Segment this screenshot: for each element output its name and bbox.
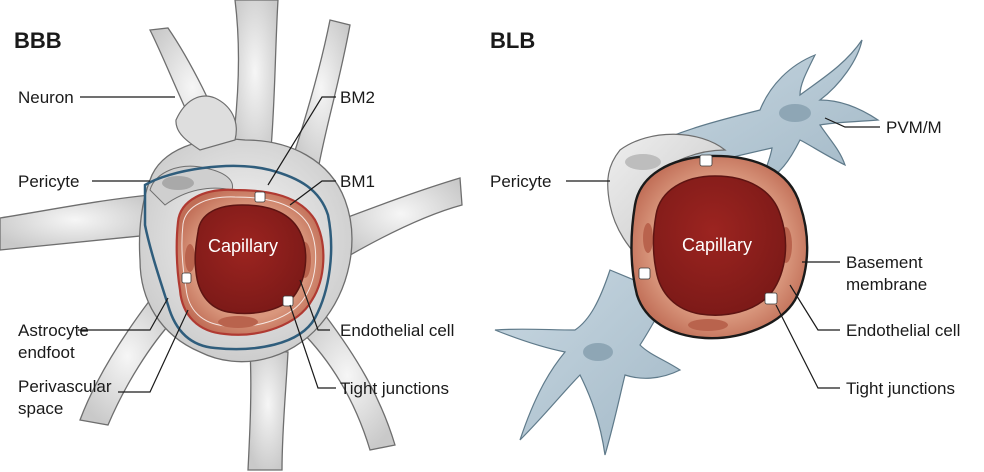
bbb-leader-lines (78, 96, 336, 393)
bbb-bm2-line (143, 164, 333, 351)
blb-tight-junctions (638, 154, 778, 305)
bbb-pericyte-label: Pericyte (18, 172, 79, 191)
blb-panel: BLB Capillary (490, 28, 960, 456)
blb-capillary-lumen (652, 175, 787, 316)
bbb-capillary-lumen (194, 204, 307, 315)
bbb-astrocyte-endfoot-label-2: endfoot (18, 343, 75, 362)
blb-basement-label-1: Basement (846, 253, 923, 272)
bbb-tight-junctions (181, 191, 294, 307)
bbb-perivascular-label-1: Perivascular (18, 377, 112, 396)
bbb-neuron-label: Neuron (18, 88, 74, 107)
neuron-soma (175, 95, 237, 151)
blb-capillary-label: Capillary (682, 235, 752, 255)
blb-pericyte-label: Pericyte (490, 172, 551, 191)
blb-title: BLB (490, 28, 535, 53)
bbb-panel: BBB (0, 0, 463, 471)
bbb-pericyte-nucleus (162, 176, 194, 190)
bbb-title: BBB (14, 28, 62, 53)
blb-tight-junctions-label: Tight junctions (846, 379, 955, 398)
bbb-tight-junctions-label: Tight junctions (340, 379, 449, 398)
bbb-bm1-label: BM1 (340, 172, 375, 191)
bbb-endothelial-label: Endothelial cell (340, 321, 454, 340)
blb-basement-label-2: membrane (846, 275, 927, 294)
blb-endothelial-label: Endothelial cell (846, 321, 960, 340)
bbb-perivascular-label-2: space (18, 399, 63, 418)
bbb-bm2-label: BM2 (340, 88, 375, 107)
bbb-capillary-label: Capillary (208, 236, 278, 256)
blb-pvm-label: PVM/M (886, 118, 942, 137)
bbb-astrocyte-endfoot-label-1: Astrocyte (18, 321, 89, 340)
blb-leader-lines (566, 117, 880, 389)
